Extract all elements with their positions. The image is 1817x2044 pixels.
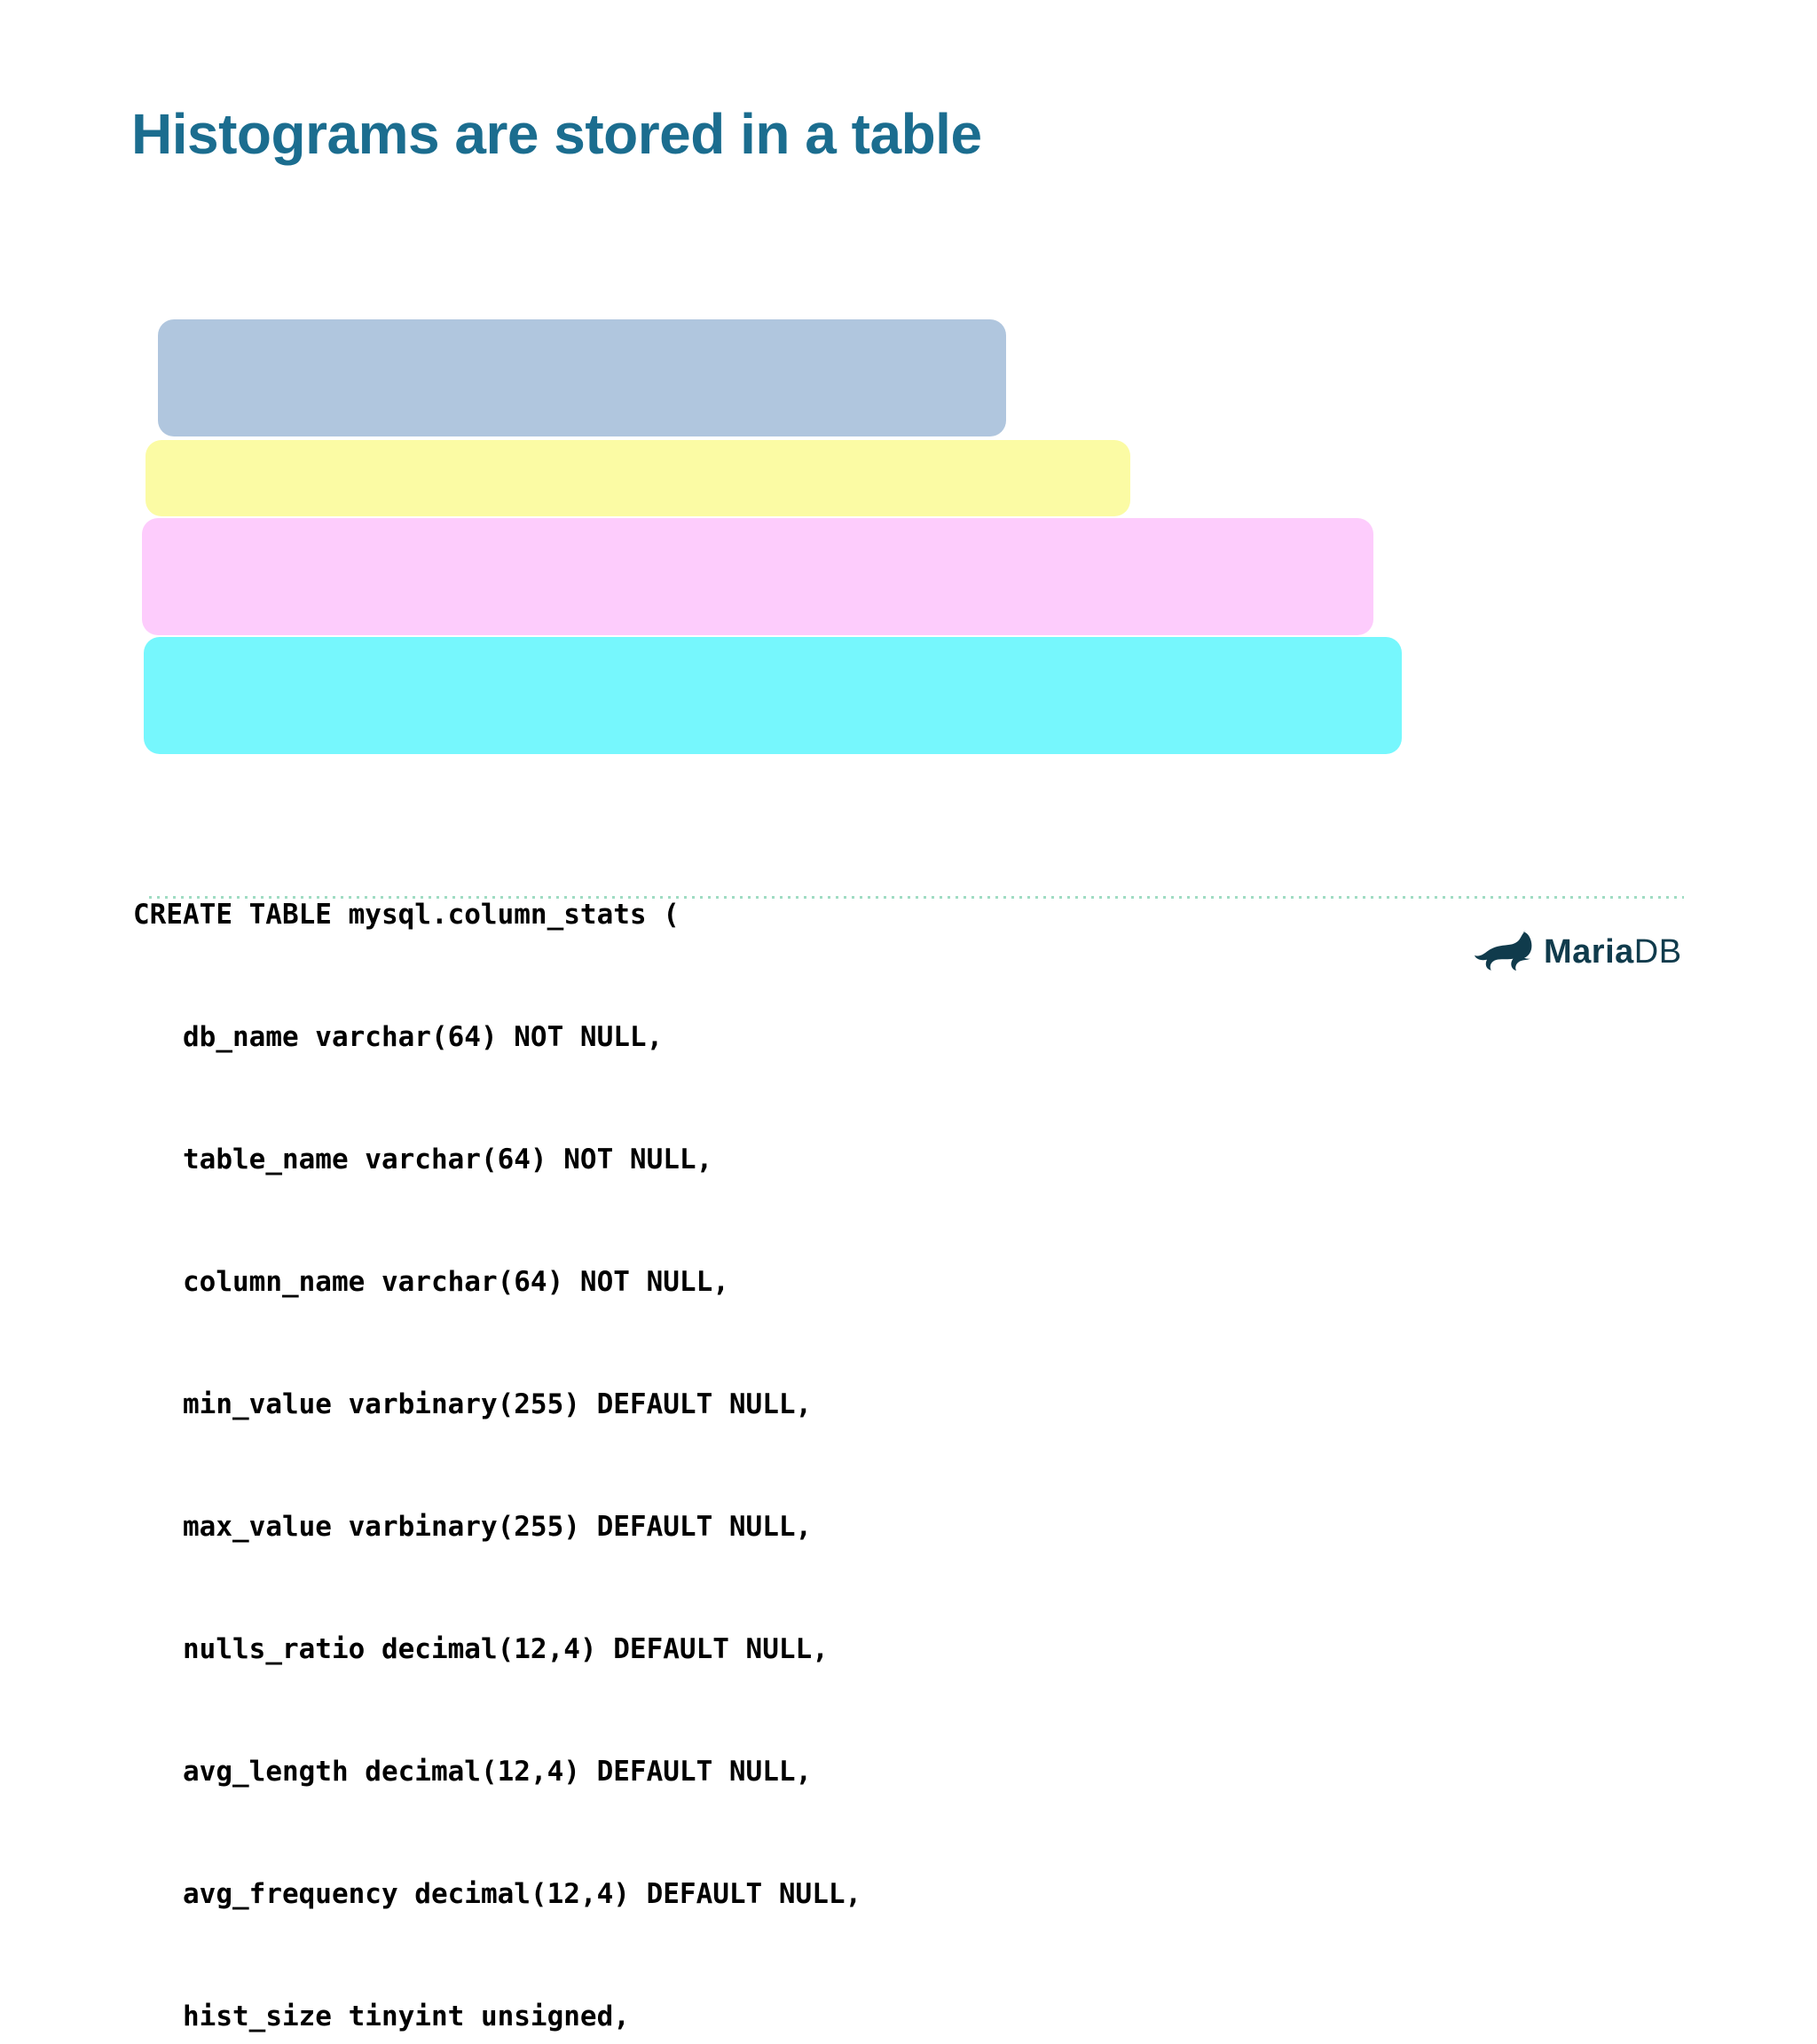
code-line: column_name varchar(64) NOT NULL, xyxy=(183,1266,729,1298)
code-line: db_name varchar(64) NOT NULL, xyxy=(183,1021,664,1053)
code-line: min_value varbinary(255) DEFAULT NULL, xyxy=(183,1388,813,1420)
mariadb-wordmark: MariaDB xyxy=(1544,935,1682,969)
highlight-band-histogram-columns xyxy=(144,637,1402,754)
code-line: CREATE TABLE mysql.column_stats ( xyxy=(133,899,680,931)
page-title: Histograms are stored in a table xyxy=(131,102,982,166)
code-line: avg_length decimal(12,4) DEFAULT NULL, xyxy=(183,1756,813,1788)
wordmark-maria: Maria xyxy=(1544,933,1634,971)
sql-code-text: CREATE TABLE mysql.column_stats ( db_nam… xyxy=(133,813,1011,2044)
code-line: max_value varbinary(255) DEFAULT NULL, xyxy=(183,1511,813,1543)
footer-divider xyxy=(149,896,1684,899)
wordmark-db: DB xyxy=(1633,933,1682,971)
highlight-band-statistics-columns xyxy=(142,518,1373,635)
code-line: nulls_ratio decimal(12,4) DEFAULT NULL, xyxy=(183,1633,829,1665)
highlight-band-minmax-columns xyxy=(146,440,1130,516)
code-line: hist_size tinyint unsigned, xyxy=(183,2001,630,2032)
code-line: avg_frequency decimal(12,4) DEFAULT NULL… xyxy=(183,1878,862,1910)
slide-canvas: Histograms are stored in a table CREATE … xyxy=(131,102,1696,2032)
highlight-band-identity-columns xyxy=(158,319,1006,436)
mariadb-logo: MariaDB xyxy=(1475,924,1696,979)
sea-lion-icon xyxy=(1475,930,1535,974)
sql-code-block: CREATE TABLE mysql.column_stats ( db_nam… xyxy=(133,282,1402,2044)
code-line: table_name varchar(64) NOT NULL, xyxy=(183,1144,713,1175)
